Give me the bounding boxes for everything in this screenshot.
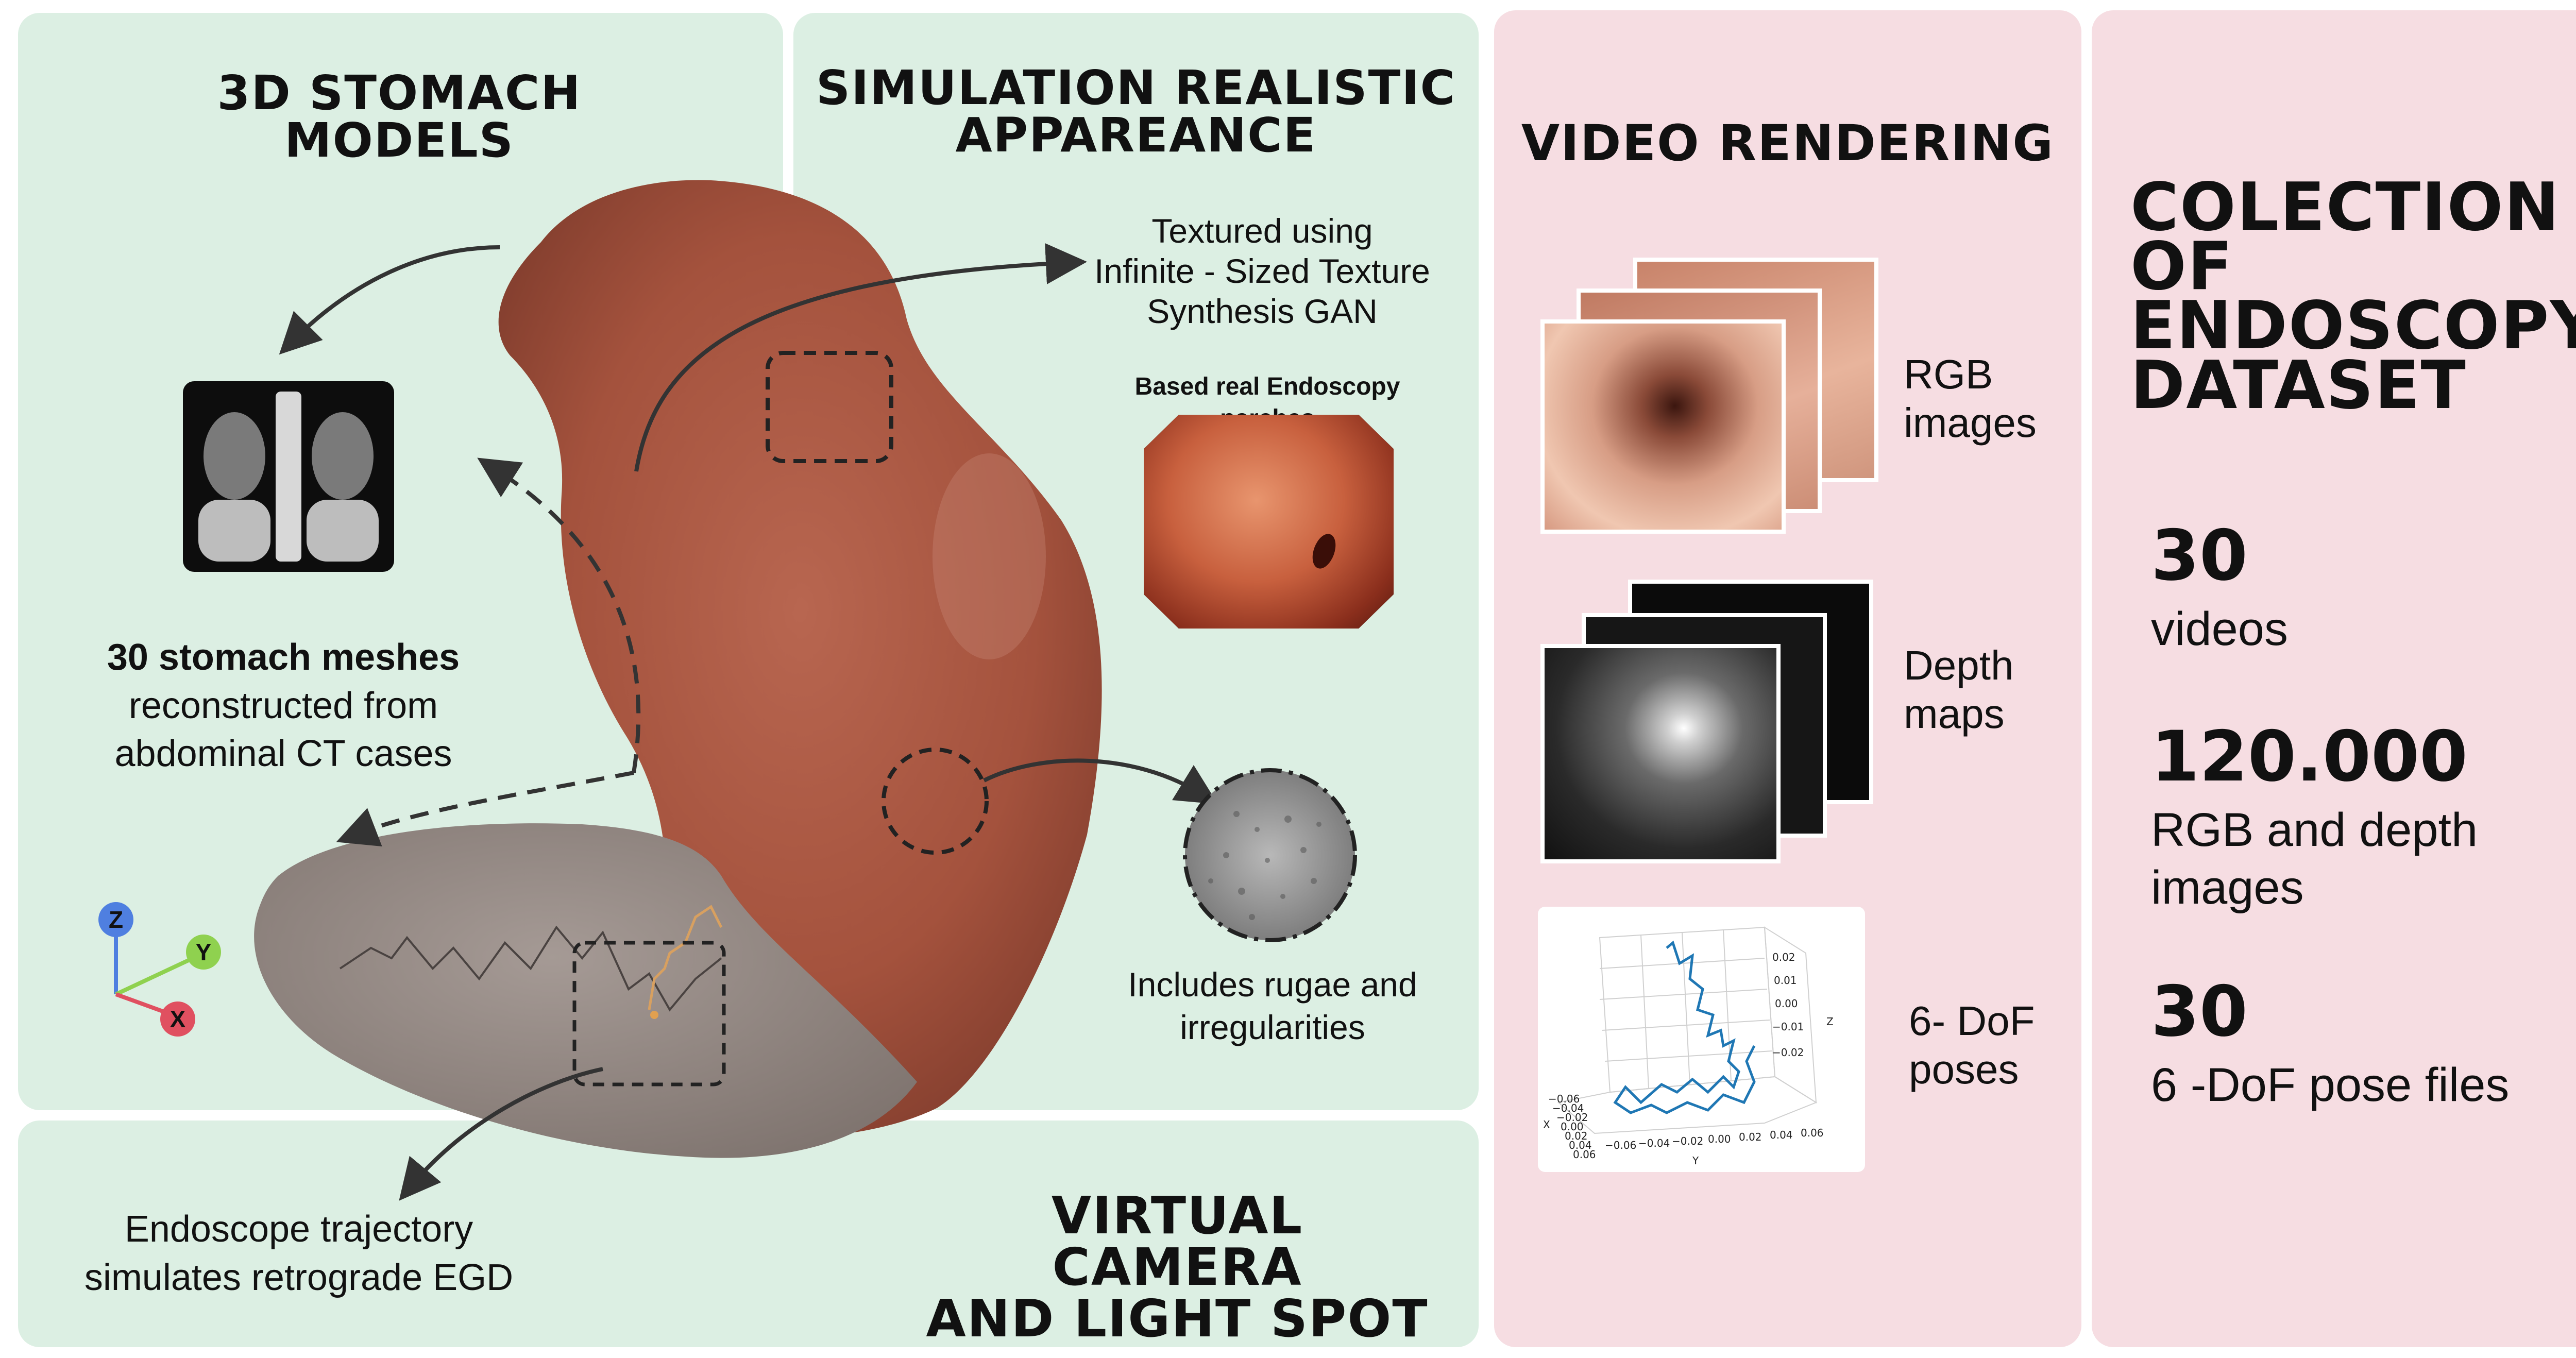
textured-description: Textured using Infinite - Sized Texture … bbox=[1094, 212, 1430, 330]
axis-y-label: Y bbox=[195, 939, 212, 965]
y-tick: −0.06 bbox=[1605, 1139, 1636, 1151]
x-tick: 0.06 bbox=[1573, 1148, 1596, 1161]
appearance-title: SIMULATION REALISTIC APPAREANCE bbox=[816, 60, 1456, 163]
pose-plot: 0.02 0.01 0.00 −0.01 −0.02 Z −0.06 −0.04… bbox=[1538, 907, 1865, 1172]
depth-frame-front bbox=[1540, 644, 1781, 863]
axis-z-knob bbox=[98, 902, 133, 937]
stat-poses-value: 30 bbox=[2151, 971, 2248, 1052]
models-title: 3D STOMACH MODELS bbox=[217, 65, 582, 168]
stomach-lower-part bbox=[254, 823, 917, 1158]
x-tick: −0.06 bbox=[1548, 1093, 1580, 1105]
y-tick: −0.02 bbox=[1672, 1135, 1703, 1147]
axis-y-knob bbox=[186, 935, 221, 970]
y-tick: 0.06 bbox=[1801, 1127, 1824, 1139]
rgb-frame-front bbox=[1540, 319, 1786, 534]
axis-x-label: X bbox=[170, 1006, 186, 1032]
y-tick: 0.00 bbox=[1708, 1133, 1731, 1145]
rugae-texture-image bbox=[1183, 768, 1357, 942]
z-tick: 0.01 bbox=[1774, 974, 1797, 987]
endoscopy-patch-image bbox=[1144, 415, 1394, 629]
pose-trajectory bbox=[1613, 940, 1756, 1114]
axis-gizmo bbox=[98, 902, 221, 1037]
panel-dataset bbox=[2092, 10, 2576, 1347]
z-tick: −0.02 bbox=[1772, 1046, 1804, 1059]
axis-z-label: Z bbox=[108, 906, 124, 933]
axis-x-knob bbox=[160, 1001, 195, 1037]
z-tick: −0.01 bbox=[1772, 1021, 1804, 1033]
dataset-title: COLECTION OF ENDOSCOPY DATASET bbox=[2130, 169, 2576, 424]
y-tick: 0.04 bbox=[1770, 1129, 1793, 1141]
meshes-description: 30 stomach meshes reconstructed from abd… bbox=[107, 637, 460, 775]
rgb-label: RGB images bbox=[1904, 351, 2037, 446]
texture-focus-box bbox=[766, 351, 893, 463]
x-tick: −0.04 bbox=[1552, 1102, 1584, 1114]
trajectory-description: Endoscope trajectory simulates retrograd… bbox=[84, 1209, 514, 1298]
x-tick: −0.02 bbox=[1556, 1111, 1588, 1124]
y-axis-label: Y bbox=[1692, 1155, 1699, 1167]
z-tick: 0.00 bbox=[1775, 997, 1798, 1010]
stat-videos-value: 30 bbox=[2151, 515, 2248, 596]
rugae-focus-circle bbox=[882, 748, 989, 855]
ct-scan-image bbox=[183, 381, 394, 572]
z-axis-label: Z bbox=[1826, 1015, 1834, 1028]
x-tick: 0.00 bbox=[1561, 1121, 1584, 1133]
stat-images-label: RGB and depth images bbox=[2151, 804, 2478, 914]
rendering-title: VIDEO RENDERING bbox=[1521, 114, 2055, 172]
stat-videos-label: videos bbox=[2151, 603, 2288, 655]
stat-images-value: 120.000 bbox=[2151, 716, 2468, 797]
z-tick: 0.02 bbox=[1772, 951, 1795, 963]
panel-virtual-camera bbox=[18, 1121, 1479, 1347]
endoscope-trajectory-line bbox=[339, 925, 722, 1012]
depth-label: Depth maps bbox=[1904, 642, 2014, 737]
x-axis-label: X bbox=[1543, 1118, 1550, 1131]
x-tick: 0.02 bbox=[1565, 1130, 1588, 1142]
y-tick: 0.02 bbox=[1739, 1131, 1762, 1143]
x-tick: 0.04 bbox=[1569, 1139, 1592, 1151]
camera-focus-box bbox=[572, 941, 726, 1087]
pose-label: 6- DoF poses bbox=[1909, 998, 2035, 1093]
camera-title: VIRTUAL CAMERA AND LIGHT SPOT bbox=[926, 1185, 1429, 1349]
y-tick: −0.04 bbox=[1638, 1137, 1670, 1149]
rugae-description: Includes rugae and irregularities bbox=[1128, 965, 1417, 1046]
stat-poses-label: 6 -DoF pose files bbox=[2151, 1059, 2510, 1111]
